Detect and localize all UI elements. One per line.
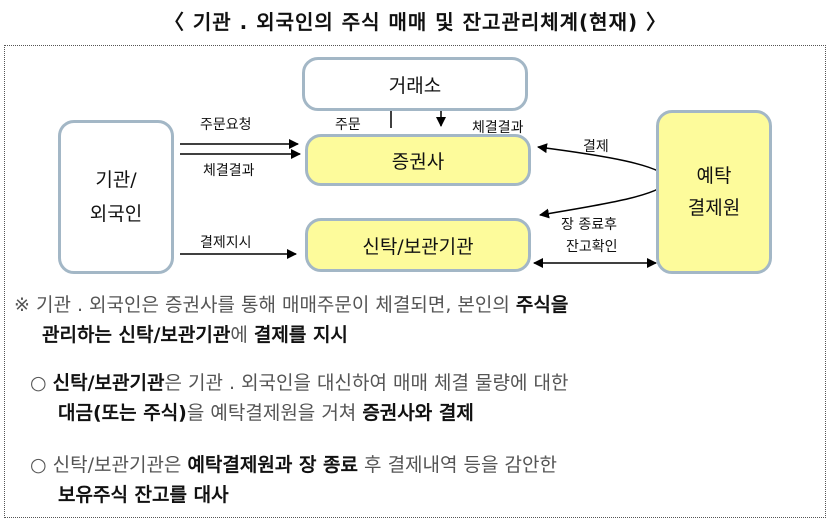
note-2-bold-3: 증권사와 결제 — [362, 402, 474, 424]
note-3-text-1: 신탁/보관기관은 — [52, 454, 188, 476]
exchange-node: 거래소 — [302, 57, 528, 111]
diagram-frame — [4, 45, 826, 518]
edge-label-exec-result-left: 체결결과 — [203, 163, 255, 179]
edge-label-order: 주문 — [335, 117, 361, 133]
note-3-bold-1: 예탁결제원과 장 종료 — [187, 454, 359, 476]
ksd-label-2: 결제원 — [687, 197, 741, 219]
note-2: ○ 신탁/보관기관은 기관 . 외국인을 대신하여 매매 체결 물량에 대한 대… — [30, 368, 831, 428]
note-1-bold-3: 결제를 지시 — [253, 324, 348, 346]
broker-node: 증권사 — [305, 134, 531, 186]
edge-label-eod-2: 잔고확인 — [566, 239, 618, 255]
custodian-label: 신탁/보관기관 — [362, 235, 474, 258]
investor-node: 기관/ 외국인 — [58, 120, 174, 274]
note-2-bold-1: 신탁/보관기관 — [52, 372, 165, 394]
note-2-text-2: 을 예탁결제원을 거쳐 — [186, 402, 363, 424]
edge-label-eod-1: 장 종료후 — [561, 217, 617, 233]
investor-label-1: 기관/ — [95, 169, 137, 191]
note-1-text: ※ 기관 . 외국인은 증권사를 통해 매매주문이 체결되면, 본인의 — [14, 294, 516, 316]
note-1-mid: 에 — [230, 324, 254, 346]
investor-label-2: 외국인 — [89, 203, 143, 225]
broker-label: 증권사 — [391, 150, 445, 173]
edge-label-settle-instruction: 결제지시 — [200, 235, 252, 251]
edge-label-exec-result-right: 체결결과 — [472, 120, 524, 136]
note-3-bold-2: 보유주식 잔고를 대사 — [58, 484, 229, 506]
note-1-bold-1: 주식을 — [515, 294, 569, 316]
custodian-node: 신탁/보관기관 — [305, 218, 531, 272]
note-2-bold-2: 대금(또는 주식) — [58, 402, 187, 424]
exchange-label: 거래소 — [388, 74, 442, 97]
edge-label-order-request: 주문요청 — [200, 117, 252, 133]
note-2-text-1: 은 기관 . 외국인을 대신하여 매매 체결 물량에 대한 — [164, 372, 569, 394]
bullet-icon: ○ — [30, 454, 47, 476]
note-3-text-2: 후 결제내역 등을 감안한 — [358, 454, 557, 476]
ksd-label-1: 예탁 — [696, 165, 732, 187]
ksd-node: 예탁 결제원 — [656, 110, 772, 274]
note-3: ○ 신탁/보관기관은 예탁결제원과 장 종료 후 결제내역 등을 감안한 보유주… — [30, 450, 831, 510]
diagram-title: 〈 기관 . 외국인의 주식 매매 및 잔고관리체계(현재) 〉 — [163, 10, 668, 34]
bullet-icon: ○ — [30, 372, 47, 394]
edge-label-settlement: 결제 — [583, 139, 609, 155]
note-1: ※ 기관 . 외국인은 증권사를 통해 매매주문이 체결되면, 본인의 주식을 … — [14, 290, 824, 350]
note-1-bold-2: 관리하는 신탁/보관기관 — [42, 324, 231, 346]
